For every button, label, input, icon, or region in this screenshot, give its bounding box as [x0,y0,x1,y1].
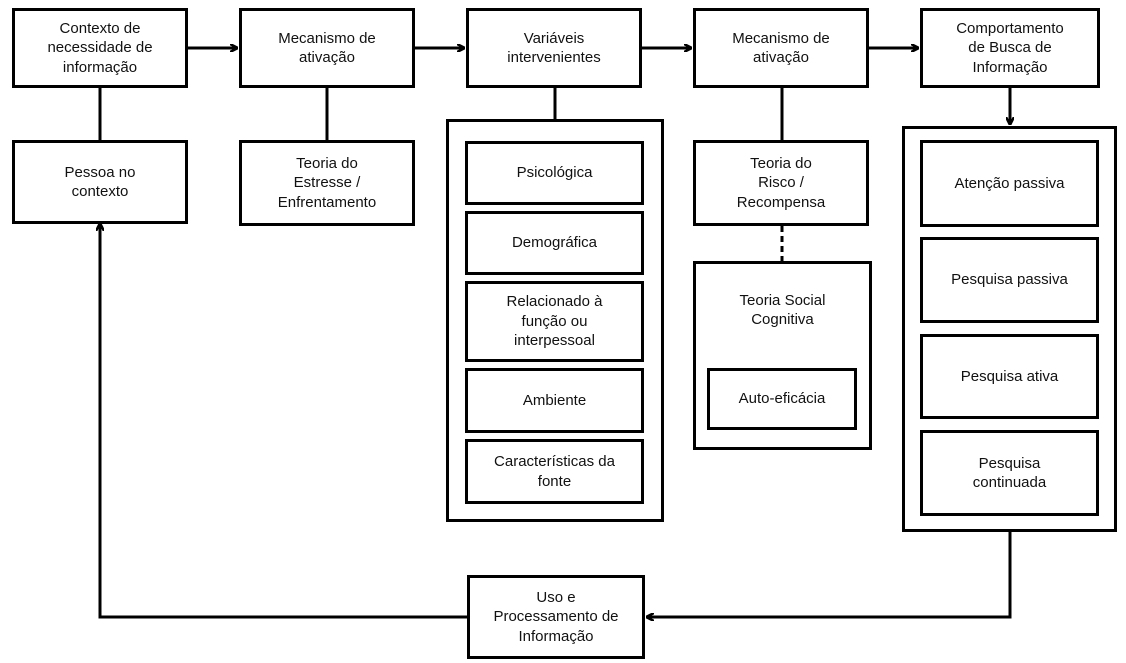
social-cognitive-title: Teoria Social Cognitiva [739,291,826,329]
mode-ongoing-search: Pesquisa continuada [920,430,1099,516]
stress-theory-box: Teoria do Estresse / Enfrentamento [239,140,415,226]
activation-box-1: Mecanismo de ativação [239,8,415,88]
activation-box-2: Mecanismo de ativação [693,8,869,88]
mode-passive-attention: Atenção passiva [920,140,1099,227]
context-box: Contexto de necessidade de informação [12,8,188,88]
mode-passive-search: Pesquisa passiva [920,237,1099,323]
arrow-use-to-person [100,224,467,619]
person-in-context-box: Pessoa no contexto [12,140,188,224]
variable-environment: Ambiente [465,368,644,433]
search-behavior-box: Comportamento de Busca de Informação [920,8,1100,88]
variable-source-characteristics: Características da fonte [465,439,644,504]
arrow-modes-to-use [647,532,1012,617]
variable-role-interpersonal: Relacionado à função ou interpessoal [465,281,644,362]
mode-active-search: Pesquisa ativa [920,334,1099,419]
intervening-variables-box: Variáveis intervenientes [466,8,642,88]
variable-psychological: Psicológica [465,141,644,205]
use-processing-box: Uso e Processamento de Informação [467,575,645,659]
risk-reward-theory-box: Teoria do Risco / Recompensa [693,140,869,226]
self-efficacy-box: Auto-eficácia [707,368,857,430]
variable-demographic: Demográfica [465,211,644,275]
